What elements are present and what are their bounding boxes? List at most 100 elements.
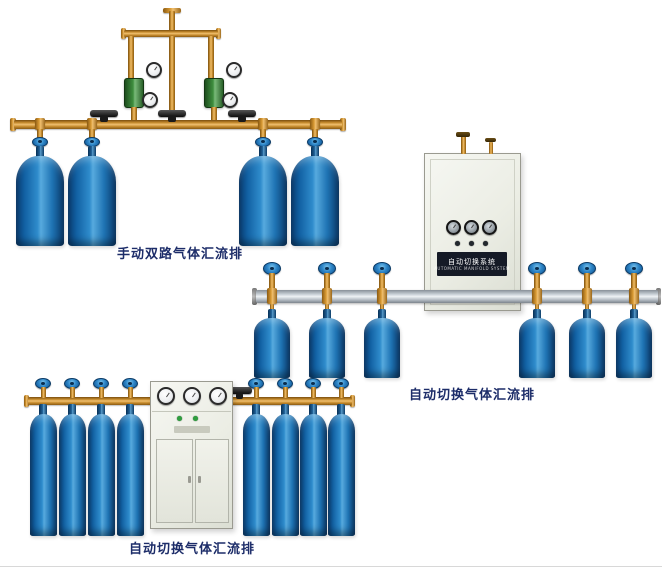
indicator-light <box>483 241 488 246</box>
cabinet-panel-seam <box>152 411 231 412</box>
cabinet-gauge <box>157 387 175 405</box>
caption-manual-dual: 手动双路气体汇流排 <box>116 247 243 262</box>
cylinder-neck <box>311 146 319 158</box>
valve-stem <box>254 387 259 398</box>
gas-cylinder <box>272 414 299 536</box>
shutoff-valve-stem <box>236 393 243 399</box>
cylinder-neck <box>309 404 317 415</box>
drop-pipe-left <box>128 36 134 80</box>
cylinder-neck <box>126 404 134 415</box>
valve-stem <box>283 387 288 398</box>
valve-stem <box>41 387 46 398</box>
pressure-gauge <box>222 92 238 108</box>
manifold-coupling <box>35 118 45 130</box>
cabinet-nameplate: 自动切换系统 AUTOMATIC MANIFOLD SYSTEM <box>434 252 510 276</box>
main-pipe-cap-left <box>24 395 29 407</box>
cylinder-valve-handwheel <box>373 262 391 275</box>
cylinder-valve-handwheel <box>578 262 596 275</box>
cabinet-label-strip <box>174 426 210 433</box>
shutoff-valve-handle <box>90 110 118 117</box>
pigtail-hose <box>632 304 636 313</box>
header-pipe <box>124 30 218 37</box>
valve-stem <box>128 387 133 398</box>
regulator-stem-left <box>131 107 137 122</box>
regulator-stem-right <box>211 107 217 122</box>
cabinet-top-fitting <box>461 136 466 154</box>
shutoff-valve-handle <box>228 110 256 117</box>
shutoff-valve-stem <box>100 116 108 122</box>
cabinet-nameplate-title: 自动切换系统 <box>448 257 496 266</box>
cylinder-neck <box>378 309 386 320</box>
cabinet-door-left <box>156 439 193 523</box>
manifold-coupling <box>310 118 320 130</box>
cabinet-gauge <box>482 220 497 235</box>
cabinet-gauge <box>464 220 479 235</box>
outlet-pipe-cap <box>163 8 181 13</box>
cylinder-neck <box>259 146 267 158</box>
manifold-coupling <box>267 288 277 304</box>
drop-pipe-center <box>169 36 175 122</box>
cylinder-neck <box>252 404 260 415</box>
cylinder-neck <box>281 404 289 415</box>
main-pipe-cap-right <box>350 395 355 407</box>
cylinder-neck <box>630 309 638 320</box>
cabinet-gauge <box>183 387 201 405</box>
header-pipe-cap-left <box>121 28 126 39</box>
pigtail-hose <box>380 304 384 313</box>
cabinet-top-fitting <box>489 142 493 154</box>
valve-stem <box>631 273 637 292</box>
cylinder-connector-stem <box>312 129 318 141</box>
cylinder-connector-stem <box>89 129 95 141</box>
manifold-coupling <box>377 288 387 304</box>
indicator-light <box>455 241 460 246</box>
indicator-light <box>469 241 474 246</box>
gas-cylinder <box>328 414 355 536</box>
gas-cylinder <box>291 156 339 246</box>
gas-cylinder <box>88 414 115 536</box>
shutoff-valve-handle <box>228 387 252 394</box>
pressure-gauge <box>146 62 162 78</box>
cabinet-top-valve-knob <box>485 138 496 142</box>
main-pipe-cap-left <box>10 118 16 131</box>
valve-stem <box>379 273 385 292</box>
valve-stem <box>339 387 344 398</box>
gas-cylinder <box>243 414 270 536</box>
manifold-coupling <box>582 288 592 304</box>
cylinder-neck <box>268 309 276 320</box>
valve-stem <box>99 387 104 398</box>
cylinder-connector-stem <box>260 129 266 141</box>
pressure-gauge <box>226 62 242 78</box>
pressure-gauge <box>142 92 158 108</box>
cylinder-valve-handwheel <box>625 262 643 275</box>
cylinder-neck <box>36 146 44 158</box>
cabinet-gauge <box>209 387 227 405</box>
cylinder-neck <box>583 309 591 320</box>
valve-stem <box>534 273 540 292</box>
gas-cylinder <box>300 414 327 536</box>
gas-cylinder <box>569 318 605 378</box>
pigtail-hose <box>270 304 274 313</box>
outlet-pipe <box>169 11 175 32</box>
gas-cylinder <box>30 414 57 536</box>
gas-cylinder <box>616 318 652 378</box>
cylinder-neck <box>323 309 331 320</box>
pigtail-hose <box>535 304 539 313</box>
drop-pipe-right <box>208 36 214 80</box>
caption-auto-bottom: 自动切换气体汇流排 <box>128 542 255 557</box>
cabinet-nameplate-subtitle: AUTOMATIC MANIFOLD SYSTEM <box>434 265 510 271</box>
gas-cylinder <box>519 318 555 378</box>
manifold-coupling <box>258 118 268 130</box>
shutoff-valve-stem <box>238 116 246 122</box>
pigtail-hose <box>585 304 589 313</box>
manifold-coupling <box>629 288 639 304</box>
manifold-coupling <box>322 288 332 304</box>
manifold-cap-right <box>656 288 661 305</box>
valve-stem <box>324 273 330 292</box>
gas-cylinder <box>59 414 86 536</box>
pigtail-hose <box>325 304 329 313</box>
cylinder-neck <box>68 404 76 415</box>
gas-cylinder <box>254 318 290 378</box>
main-manifold-pipe <box>14 120 342 129</box>
valve-stem <box>311 387 316 398</box>
